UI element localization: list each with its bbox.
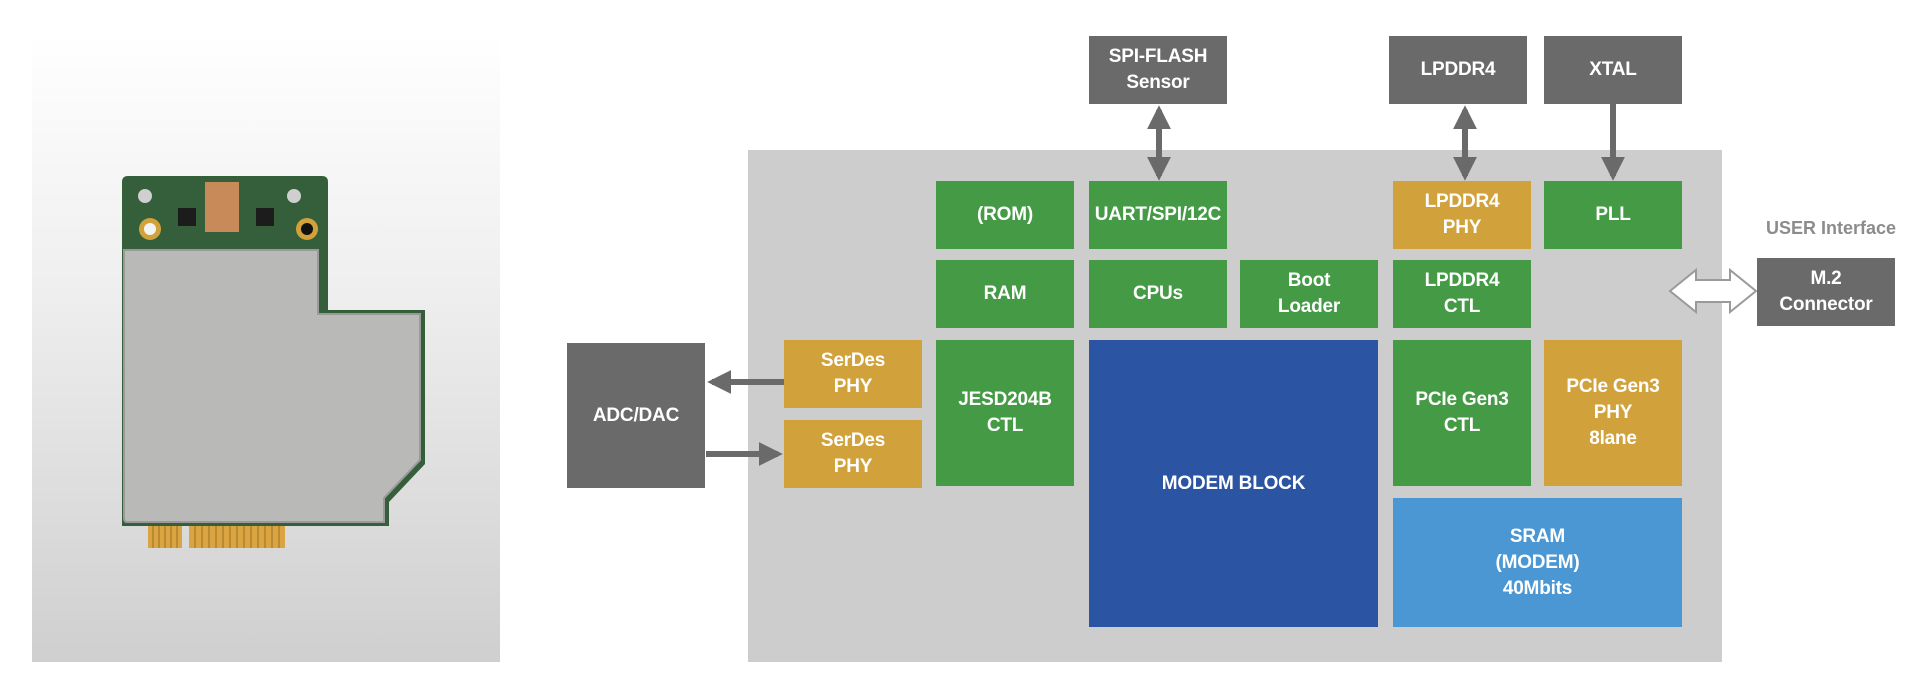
adc-dac-block: ADC/DAC bbox=[567, 343, 705, 488]
sram-modem-block: SRAM (MODEM) 40Mbits bbox=[1393, 498, 1682, 627]
ram-block: RAM bbox=[936, 260, 1074, 328]
xtal-block: XTAL bbox=[1544, 36, 1682, 104]
pll-block: PLL bbox=[1544, 181, 1682, 249]
serdes-phy-bottom-block: SerDes PHY bbox=[784, 420, 922, 488]
lpddr4-external-block: LPDDR4 bbox=[1389, 36, 1527, 104]
m2-module-photo-icon bbox=[122, 176, 425, 548]
module-photo-panel bbox=[32, 32, 500, 662]
pcie-gen3-ctl-block: PCIe Gen3 CTL bbox=[1393, 340, 1531, 486]
m2-bidirectional-arrow bbox=[1668, 267, 1758, 315]
cpus-block: CPUs bbox=[1089, 260, 1227, 328]
pcie-gen3-phy-block: PCIe Gen3 PHY 8lane bbox=[1544, 340, 1682, 486]
rom-block: (ROM) bbox=[936, 181, 1074, 249]
lpddr4-ctl-block: LPDDR4 CTL bbox=[1393, 260, 1531, 328]
serdes-phy-top-block: SerDes PHY bbox=[784, 340, 922, 408]
user-interface-label: USER Interface bbox=[1765, 218, 1897, 238]
uart-spi-i2c-block: UART/SPI/12C bbox=[1089, 181, 1227, 249]
lpddr4-phy-block: LPDDR4 PHY bbox=[1393, 181, 1531, 249]
boot-loader-block: Boot Loader bbox=[1240, 260, 1378, 328]
modem-block: MODEM BLOCK bbox=[1089, 340, 1378, 627]
jesd204b-ctl-block: JESD204B CTL bbox=[936, 340, 1074, 486]
spi-flash-sensor-block: SPI-FLASH Sensor bbox=[1089, 36, 1227, 104]
m2-connector-block: M.2 Connector bbox=[1757, 258, 1895, 326]
